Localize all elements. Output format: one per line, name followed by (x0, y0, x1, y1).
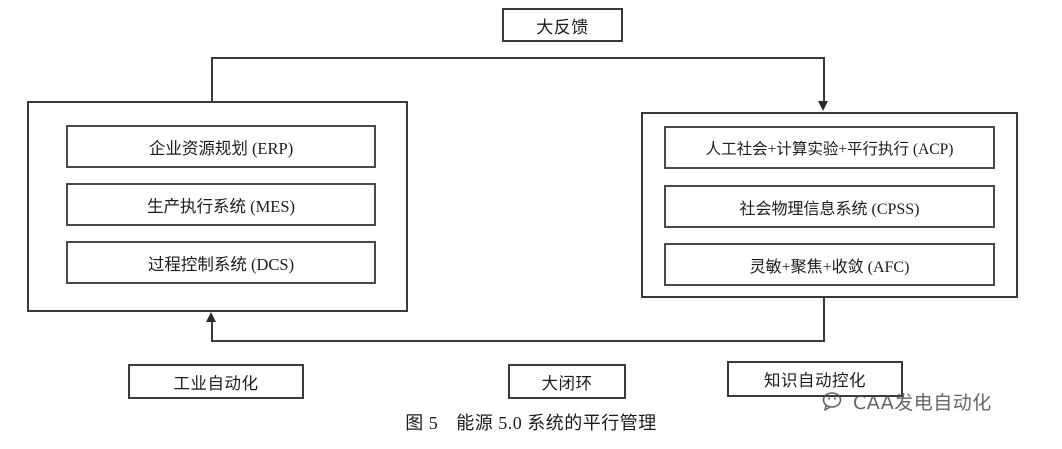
bottom-connector-right-segment (823, 297, 825, 342)
arrow-down-icon (818, 101, 828, 111)
node-big-feedback: 大反馈 (502, 8, 623, 42)
node-big-closed-loop: 大闭环 (508, 364, 626, 399)
node-cpss: 社会物理信息系统 (CPSS) (664, 185, 995, 228)
node-industrial-automation: 工业自动化 (128, 364, 304, 399)
bottom-connector-horizontal (211, 340, 824, 342)
node-knowledge-automation: 知识自动控化 (727, 361, 903, 397)
figure-number: 图 5 (405, 413, 439, 433)
figure-caption: 图 5 能源 5.0 系统的平行管理 (0, 409, 1062, 435)
node-afc: 灵敏+聚焦+收敛 (AFC) (664, 243, 995, 286)
node-mes: 生产执行系统 (MES) (66, 183, 376, 226)
top-connector-horizontal (211, 57, 824, 59)
node-acp: 人工社会+计算实验+平行执行 (ACP) (664, 126, 995, 169)
node-erp: 企业资源规划 (ERP) (66, 125, 376, 168)
bottom-connector-left-segment (211, 322, 213, 341)
node-dcs: 过程控制系统 (DCS) (66, 241, 376, 284)
arrow-up-icon (206, 312, 216, 322)
top-connector-left-segment (211, 57, 213, 103)
top-connector-right-segment (823, 57, 825, 102)
figure-title: 能源 5.0 系统的平行管理 (456, 413, 657, 433)
